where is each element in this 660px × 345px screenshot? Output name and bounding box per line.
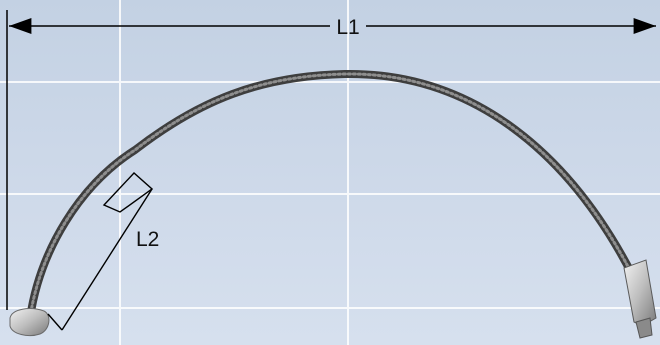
segment-length-dimension: L2 [47,172,159,331]
overall-length-label: L1 [336,16,359,39]
segment-marker-box [102,172,154,213]
left-end-ferrule [9,308,50,337]
right-end-ferrule [623,259,657,339]
segment-length-label: L2 [136,228,159,251]
overall-length-dimension: L1 [9,16,656,39]
curved-rod [26,69,640,322]
